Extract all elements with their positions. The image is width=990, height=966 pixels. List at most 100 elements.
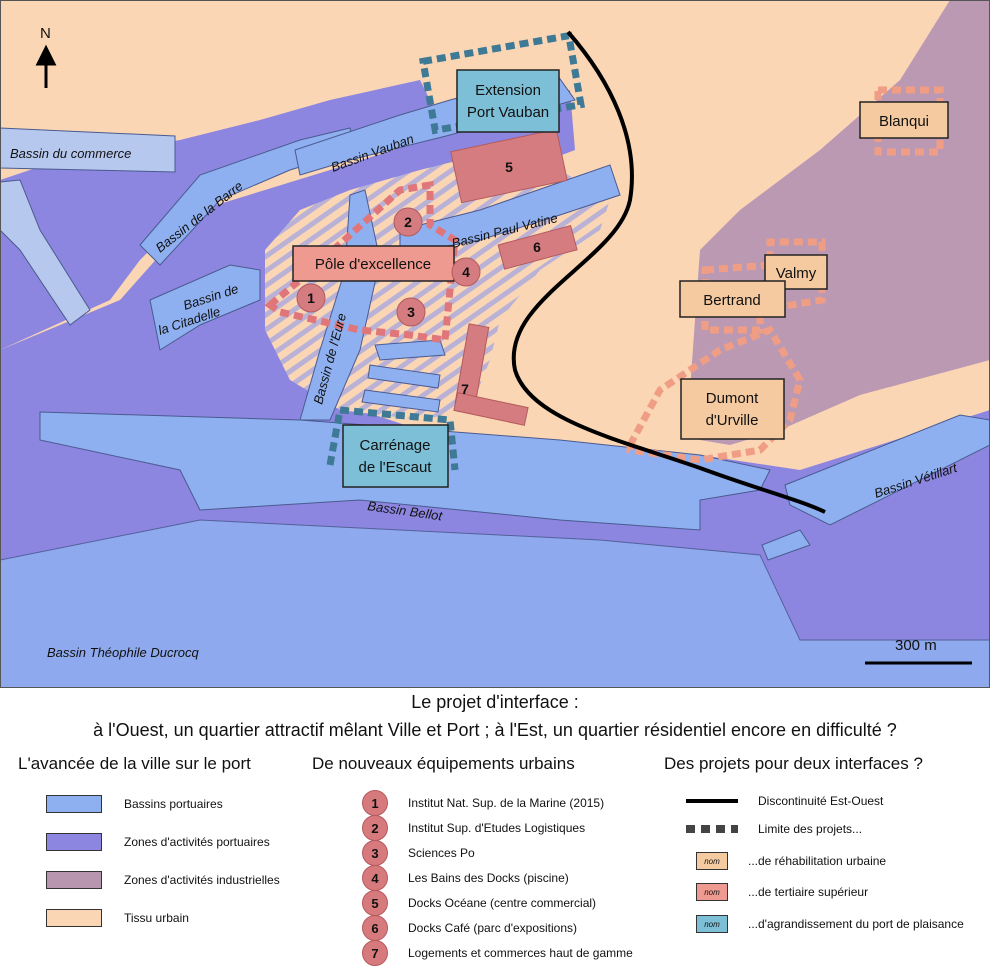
legend-zone-label: Bassins portuaires	[124, 797, 223, 811]
box-dumont-line1: Dumont	[706, 390, 759, 407]
legend-agrandissement-label: ...d'agrandissement du port de plaisance	[748, 917, 964, 931]
marker-4-circle	[451, 257, 481, 287]
equip-number: 4	[362, 865, 388, 891]
marker-1-circle	[296, 283, 326, 313]
marker-6: 6	[533, 239, 541, 255]
legend-zone-port: Zones d'activités portuaires	[46, 831, 270, 853]
legend-discontinuite: Discontinuité Est-Ouest	[686, 790, 883, 812]
limit-extension	[418, 31, 586, 135]
legend-zone-label: Zones d'activités industrielles	[124, 873, 280, 887]
legend-equip-4: 4 Les Bains des Docks (piscine)	[362, 865, 569, 891]
equip-label: Sciences Po	[408, 846, 475, 860]
box-extension-line1: Extension	[475, 82, 541, 99]
equip-number: 3	[362, 840, 388, 866]
legend-col3-head: Des projets pour deux interfaces ?	[664, 754, 923, 773]
marker-3: 3	[407, 304, 415, 320]
legend-limite: Limite des projets...	[686, 818, 862, 840]
box-bertrand-label: Bertrand	[703, 292, 761, 309]
legend-zone-bassins: Bassins portuaires	[46, 793, 223, 815]
legend-zone-label: Zones d'activités portuaires	[124, 835, 270, 849]
legend-equip-7: 7 Logements et commerces haut de gamme	[362, 940, 633, 966]
box-carrenage-line1: Carrénage	[360, 437, 431, 454]
box-valmy-label: Valmy	[776, 265, 817, 282]
legend-equip-3: 3 Sciences Po	[362, 840, 475, 866]
box-extension: Extension Port Vauban	[456, 69, 560, 133]
equip-label: Docks Océane (centre commercial)	[408, 896, 597, 910]
legend-title-line1: Le projet d'interface :	[411, 692, 579, 712]
legend-zone-label: Tissu urbain	[124, 911, 189, 925]
swatch-industrial	[46, 871, 102, 889]
marker-4: 4	[462, 264, 470, 280]
equip-label: Les Bains des Docks (piscine)	[408, 871, 569, 885]
label-bassin-commerce: Bassin du commerce	[10, 146, 131, 161]
marker-1: 1	[307, 290, 315, 306]
box-carrenage: Carrénage de l'Escaut	[342, 424, 449, 488]
discontinuity-line	[511, 30, 826, 514]
pier-1	[374, 339, 446, 361]
scale-label: 300 m	[895, 637, 937, 654]
legend-limite-label: Limite des projets...	[758, 822, 863, 836]
legend-equip-1: 1 Institut Nat. Sup. de la Marine (2015)	[362, 790, 605, 816]
legend-tertiaire-label: ...de tertiaire supérieur	[748, 885, 869, 899]
box-pole: Pôle d'excellence	[292, 245, 455, 282]
legend-equip-5: 5 Docks Océane (centre commercial)	[362, 890, 597, 916]
solid-line-icon	[686, 799, 738, 803]
box-blanqui-label: Blanqui	[879, 113, 929, 130]
legend-rehab-label: ...de réhabilitation urbaine	[748, 854, 887, 868]
swatch-port	[46, 833, 102, 851]
equip-label: Institut Sup. d'Etudes Logistiques	[408, 821, 586, 835]
pier-2	[367, 364, 441, 389]
marker-3-circle	[396, 297, 426, 327]
legend-agrandissement: nom ...d'agrandissement du port de plais…	[686, 913, 964, 935]
bassin-vetillart	[784, 414, 990, 526]
swatch-agrandissement: nom	[696, 915, 728, 933]
box-blanqui: Blanqui	[859, 101, 949, 139]
legend-equip-6: 6 Docks Café (parc d'expositions)	[362, 915, 578, 941]
equip-label: Logements et commerces haut de gamme	[408, 946, 633, 960]
equip-number: 2	[362, 815, 388, 841]
equip-number: 1	[362, 790, 388, 816]
pier-3	[361, 389, 441, 413]
label-bassin-ducrocq: Bassin Théophile Ducrocq	[47, 645, 200, 660]
equip-label: Docks Café (parc d'expositions)	[408, 921, 578, 935]
box-dumont-line2: d'Urville	[706, 412, 759, 429]
legend-tertiaire: nom ...de tertiaire supérieur	[686, 881, 868, 903]
legend-col1-head: L'avancée de la ville sur le port	[18, 754, 251, 773]
box-extension-line2: Port Vauban	[467, 104, 549, 121]
block-docks-oceane	[450, 128, 568, 204]
block-docks-cafe	[497, 224, 578, 270]
marker-5: 5	[505, 159, 513, 175]
equip-number: 5	[362, 890, 388, 916]
marker-7: 7	[461, 381, 469, 397]
legend-zone-urban: Tissu urbain	[46, 907, 189, 929]
bassin-east-strip	[761, 529, 811, 561]
box-bertrand: Bertrand	[679, 280, 786, 318]
equip-number: 7	[362, 940, 388, 966]
swatch-urban	[46, 909, 102, 927]
box-carrenage-line2: de l'Escaut	[359, 459, 433, 476]
north-arrow-icon	[35, 44, 57, 88]
legend-equip-2: 2 Institut Sup. d'Etudes Logistiques	[362, 815, 586, 841]
bassin-commerce	[0, 127, 176, 173]
legend-zone-industrial: Zones d'activités industrielles	[46, 869, 280, 891]
legend-col2-head: De nouveaux équipements urbains	[312, 754, 575, 773]
swatch-bassins	[46, 795, 102, 813]
box-valmy: Valmy	[764, 254, 828, 290]
swatch-tertiaire: nom	[696, 883, 728, 901]
bassin-south	[0, 519, 990, 688]
box-pole-label: Pôle d'excellence	[315, 256, 431, 273]
equip-label: Institut Nat. Sup. de la Marine (2015)	[408, 796, 605, 810]
equip-number: 6	[362, 915, 388, 941]
limit-pole	[264, 180, 459, 344]
legend-title-line2: à l'Ouest, un quartier attractif mêlant …	[93, 720, 897, 740]
marker-2: 2	[404, 214, 412, 230]
legend-rehab: nom ...de réhabilitation urbaine	[686, 850, 886, 872]
dashed-line-icon	[686, 825, 738, 833]
canal-west	[0, 179, 91, 326]
marker-2-circle	[393, 207, 423, 237]
legend-discontinuite-label: Discontinuité Est-Ouest	[758, 794, 884, 808]
swatch-rehab: nom	[696, 852, 728, 870]
box-dumont: Dumont d'Urville	[680, 378, 785, 440]
legend: Le projet d'interface : à l'Ouest, un qu…	[0, 688, 990, 966]
block-logements-h	[453, 392, 529, 426]
